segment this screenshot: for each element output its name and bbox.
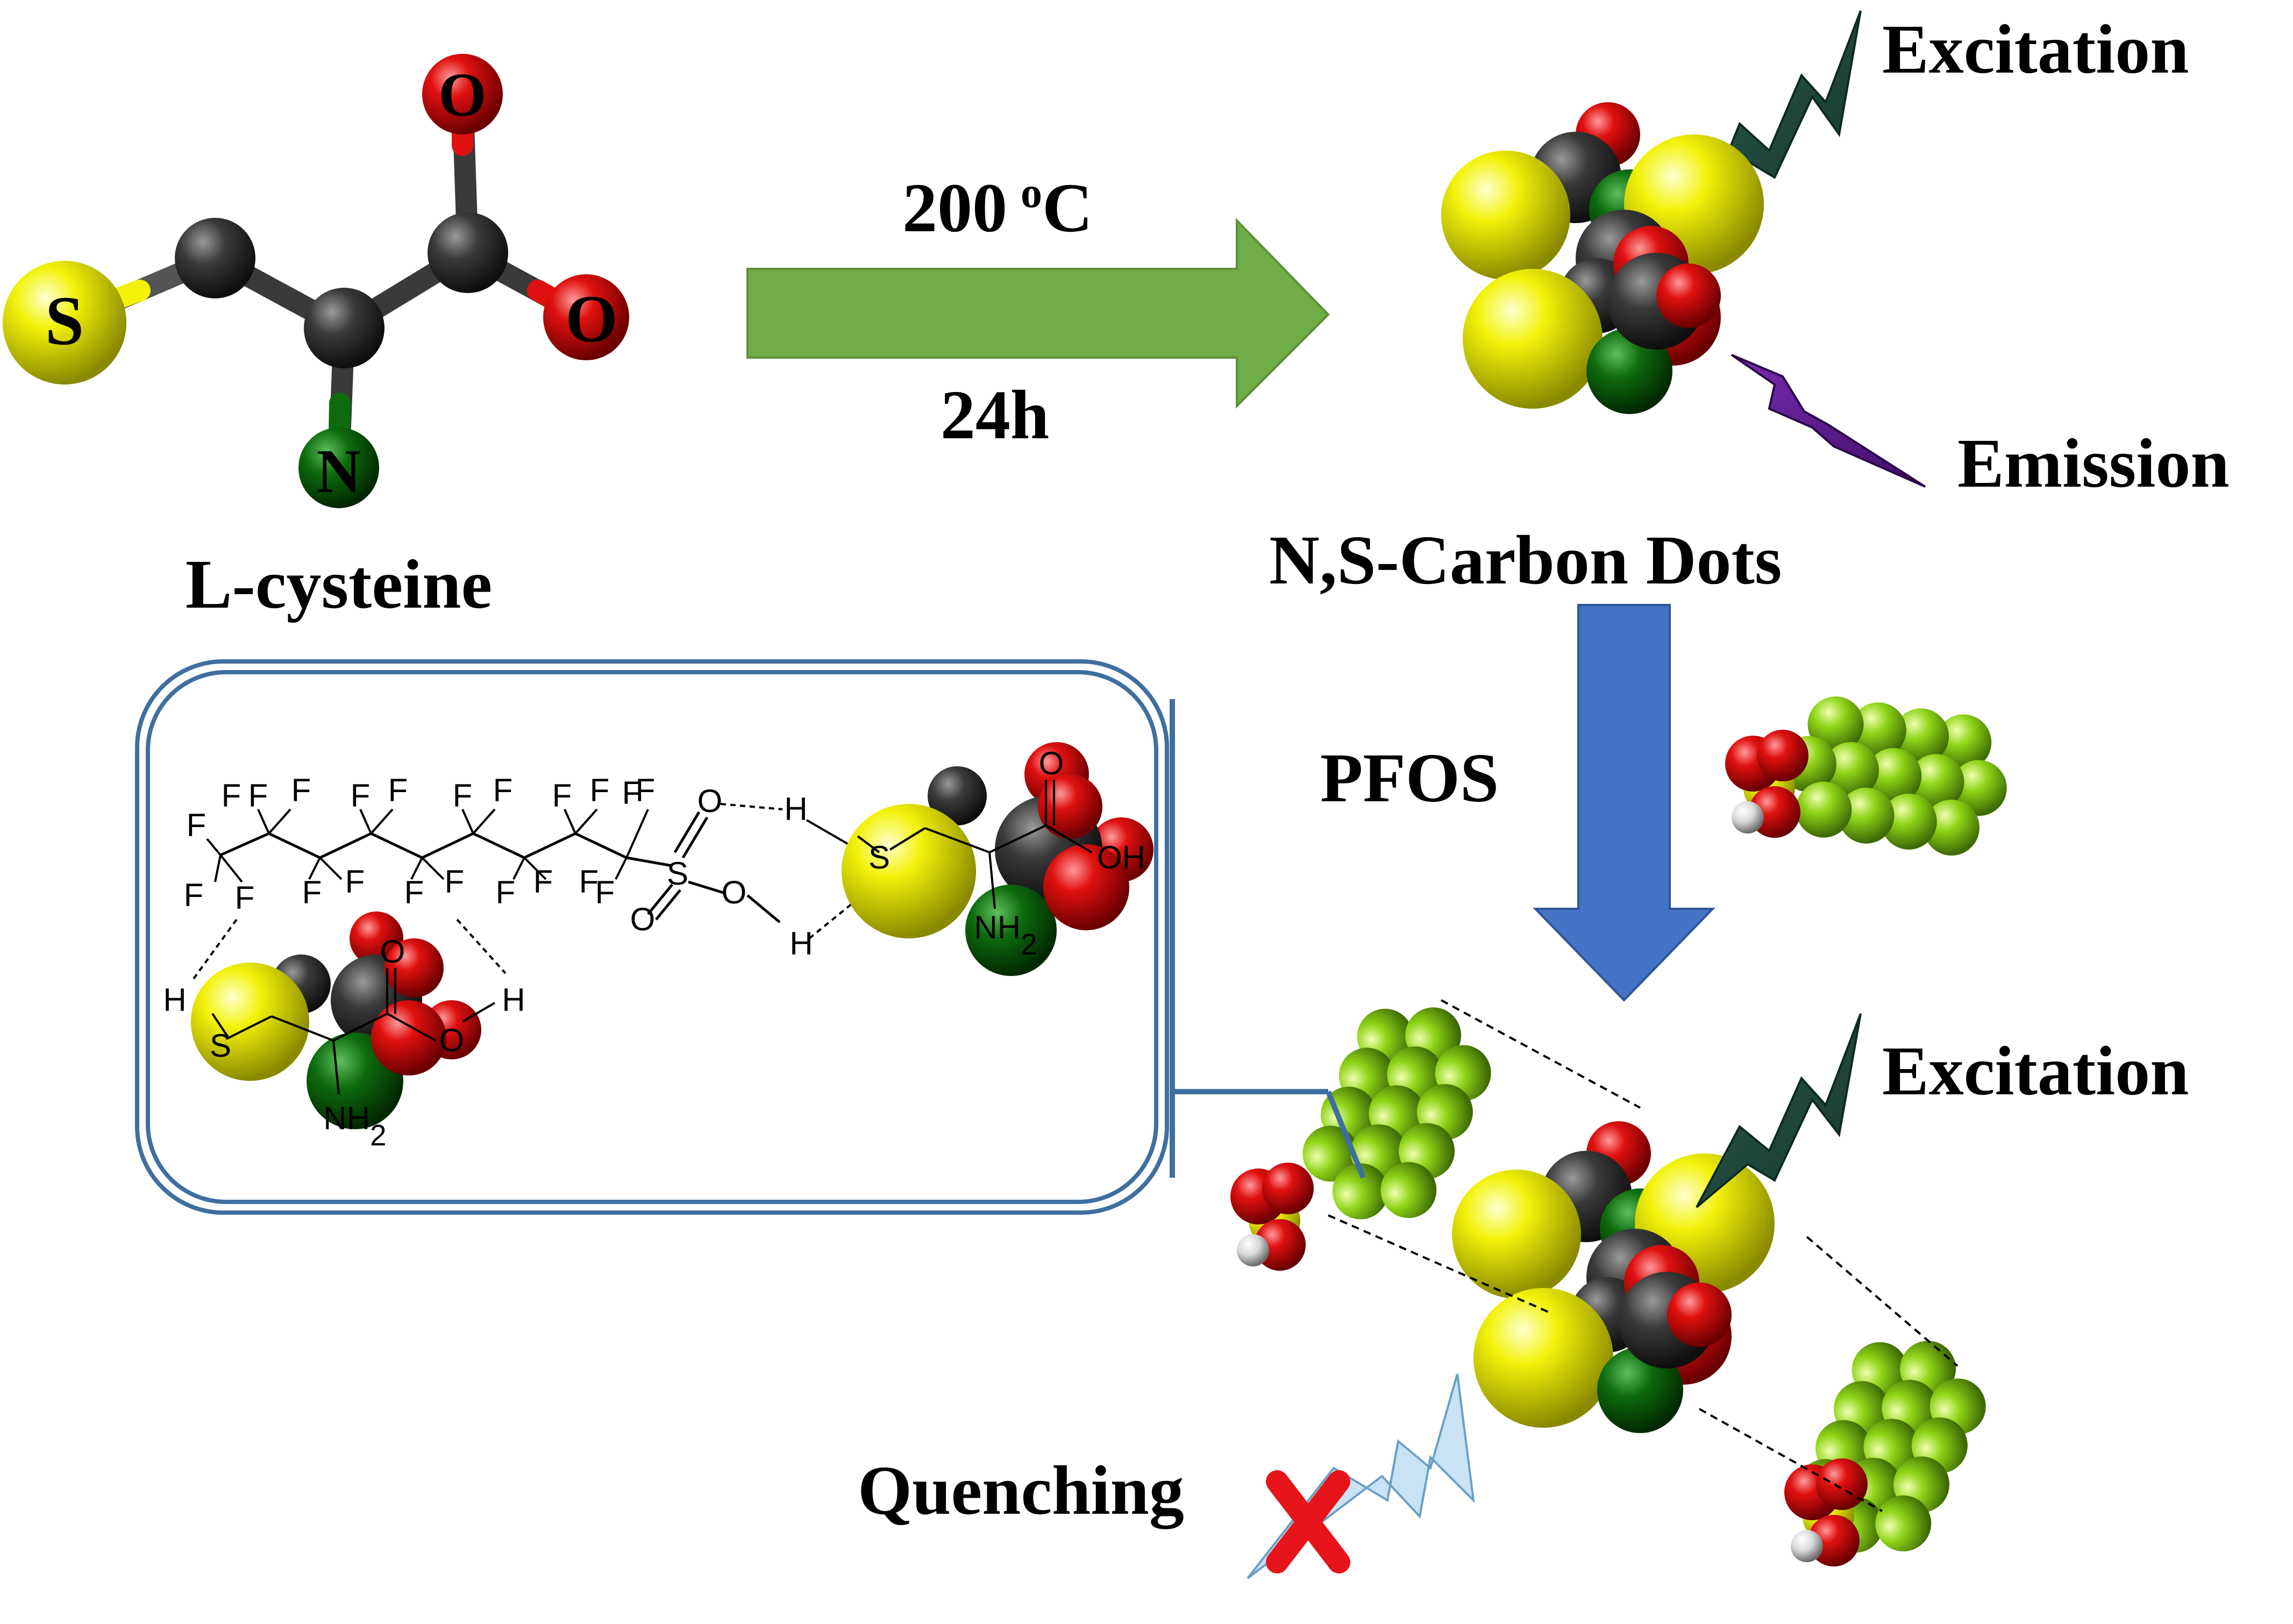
cysteine-spacefill-left xyxy=(191,911,481,1129)
oxygen-atom xyxy=(543,274,629,360)
f-atom: F xyxy=(184,877,204,913)
f-atom: F xyxy=(351,778,371,814)
amine-label: NH2 xyxy=(323,1100,386,1152)
carbon-atom xyxy=(304,288,384,368)
inset-box xyxy=(135,659,1366,1215)
h-atom: H xyxy=(789,925,813,961)
f-atom: F xyxy=(496,874,516,910)
hydroxyl-label: OH xyxy=(1097,839,1145,875)
f-atom: F xyxy=(590,772,610,808)
f-atom: F xyxy=(248,778,268,814)
o-atom: O xyxy=(630,901,656,937)
o-atom: O xyxy=(1039,745,1064,781)
oxygen-top-label: O xyxy=(438,61,486,129)
sulfur-atom xyxy=(3,261,126,384)
f-atom: F xyxy=(622,775,642,811)
reactant-name: L-cysteine xyxy=(186,546,492,623)
o-atom: O xyxy=(722,874,747,910)
cysteine-skeleton-right xyxy=(857,780,1093,909)
excitation-label-top: Excitation xyxy=(1882,11,2189,88)
f-atom: F xyxy=(388,772,408,808)
temperature-unit: C xyxy=(1042,169,1093,247)
carbon-atom xyxy=(175,218,255,298)
emission-label: Emission xyxy=(1957,425,2230,502)
amine-subscript: 2 xyxy=(1021,928,1037,961)
temperature-value: 200 xyxy=(902,169,1007,247)
reaction-temperature: 200 oC xyxy=(902,169,1093,247)
f-atom: F xyxy=(579,864,599,900)
f-atom: F xyxy=(552,778,572,814)
o-atom: O xyxy=(380,934,405,970)
o-atom: O xyxy=(439,1022,465,1058)
carbon-atom xyxy=(428,212,508,293)
f-atom: F xyxy=(291,772,311,808)
f-atom: F xyxy=(493,772,513,808)
f-atom: F xyxy=(595,874,615,910)
s-atom: S xyxy=(868,839,890,875)
h-atom: H xyxy=(784,791,807,827)
f-atom: F xyxy=(636,772,656,808)
s-atom: S xyxy=(667,856,688,892)
l-cysteine-molecule: S O O N xyxy=(3,54,629,508)
oxygen-right-label: O xyxy=(565,282,617,357)
product-name: N,S-Carbon Dots xyxy=(1269,522,1782,599)
cysteine-skeleton-left xyxy=(211,968,496,1095)
quenching-label: Quenching xyxy=(858,1452,1184,1529)
f-atom: F xyxy=(235,880,255,916)
f-atom: F xyxy=(345,864,365,900)
analyte-name: PFOS xyxy=(1320,739,1499,817)
nitrogen-label: N xyxy=(316,437,361,505)
pfos-structure: F F F F F F F F F F F F F F F F F F F F … xyxy=(184,772,859,980)
pfos-arrow xyxy=(1533,604,1715,1002)
f-atom: F xyxy=(445,864,465,900)
emission-bolt-top xyxy=(1731,354,1926,488)
pfos-head-left xyxy=(1230,1163,1314,1271)
f-atom: F xyxy=(453,778,473,814)
f-atom: F xyxy=(533,864,553,900)
interaction-dashes xyxy=(1328,999,1959,1512)
o-atom: O xyxy=(697,783,723,819)
h-atom: H xyxy=(502,982,525,1018)
f-atom: F xyxy=(222,778,241,814)
oxygen-atom xyxy=(422,54,503,134)
amine-subscript: 2 xyxy=(370,1119,387,1152)
quench-cross-icon xyxy=(1266,1470,1350,1573)
nitrogen-atom xyxy=(298,428,379,508)
carbon-dot-top xyxy=(1441,102,1764,414)
excitation-label-bottom: Excitation xyxy=(1882,1032,2189,1110)
sulfur-label: S xyxy=(45,282,84,360)
degree-superscript: o xyxy=(1021,169,1042,217)
pfos-molecule-free xyxy=(1770,689,2017,863)
s-atom: S xyxy=(210,1028,231,1064)
f-atom: F xyxy=(404,874,424,910)
f-atom: F xyxy=(187,807,206,843)
reaction-time: 24h xyxy=(941,376,1049,454)
reaction-arrow xyxy=(746,218,1330,409)
amine-label: NH2 xyxy=(974,909,1037,961)
amine-base: NH xyxy=(323,1100,370,1136)
amine-base: NH xyxy=(974,909,1021,945)
h-atom: H xyxy=(163,982,186,1018)
cysteine-spacefill-right xyxy=(842,742,1153,976)
excitation-bolt-bottom xyxy=(1696,1013,1862,1208)
f-atom: F xyxy=(302,874,322,910)
